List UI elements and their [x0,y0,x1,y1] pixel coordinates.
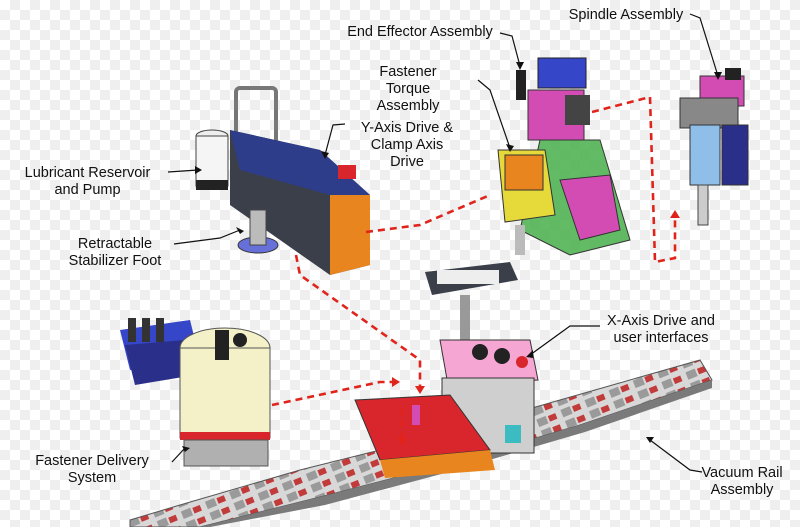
leader-x-axis [529,325,600,356]
label-stabilizer-foot: Retractable Stabilizer Foot [68,236,162,269]
connector-y-axis-to-end-effector [365,193,491,234]
leader-lubricant [167,169,199,173]
fastener-delivery-system [120,318,271,467]
label-spindle-assembly: Spindle Assembly [568,7,684,23]
connector-arrowheads [392,210,680,446]
label-lubricant-reservoir: Lubricant Reservoir and Pump [24,165,151,198]
label-fastener-delivery-system: Fastener Delivery System [35,453,149,486]
connector-lines [271,95,677,440]
leader-delivery [171,447,186,463]
leader-vacuum-rail [649,439,703,473]
label-y-axis-clamp-drive: Y-Axis Drive & Clamp Axis Drive [360,120,454,170]
leader-end-effector [499,32,521,67]
leader-arrowheads [182,62,722,452]
spindle-assembly [679,68,749,226]
connector-end-effector-to-spindle [591,95,677,264]
leader-lines [167,13,719,473]
label-x-axis-drive: X-Axis Drive and user interfaces [607,313,715,346]
label-end-effector-assembly: End Effector Assembly [347,24,493,40]
label-vacuum-rail-assembly: Vacuum Rail Assembly [701,465,783,498]
leader-y-axis [324,123,346,156]
leader-spindle [689,13,719,77]
leader-stabilizer [173,229,241,245]
connector-y-axis-to-carriage [294,254,422,388]
leader-fastener-torque [477,79,511,149]
carriage [354,394,495,478]
end-effector-assembly [497,57,631,256]
connector-delivery-to-carriage [271,380,395,407]
label-fastener-torque-assembly: Fastener Torque Assembly [376,64,440,114]
y-axis-drive-body [195,86,370,275]
